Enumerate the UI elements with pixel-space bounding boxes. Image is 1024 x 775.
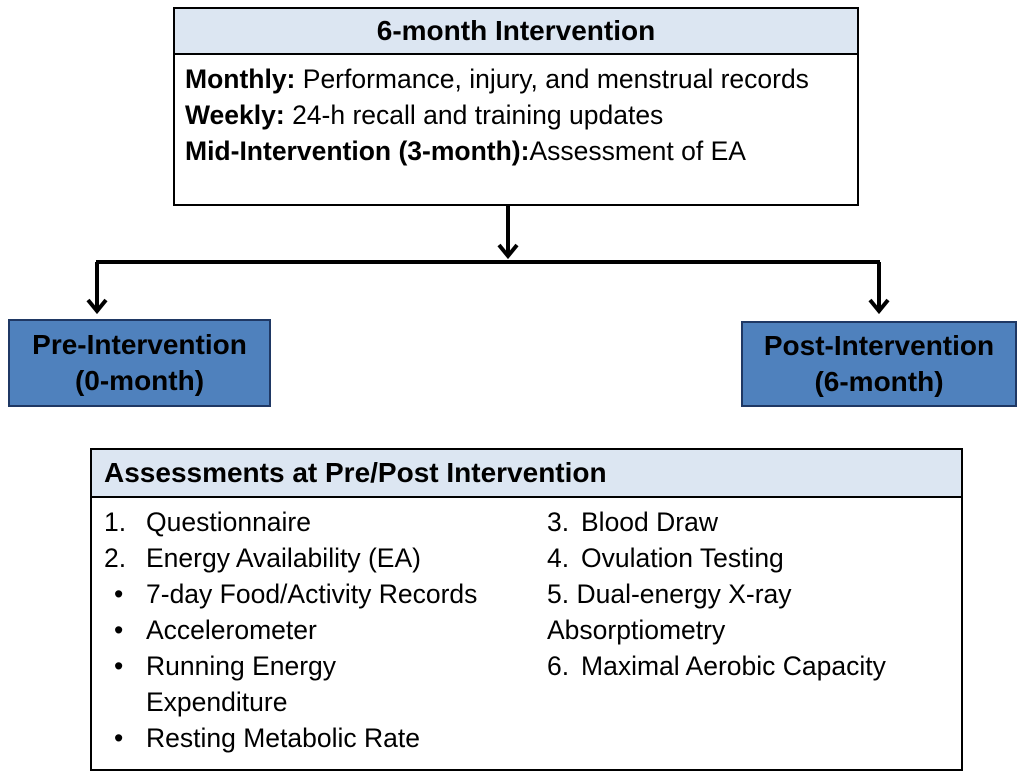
assessments-left-column: 1. Questionnaire 2. Energy Availability … xyxy=(104,504,534,756)
assessment-item: 6. Maximal Aerobic Capacity xyxy=(547,648,957,684)
pre-intervention-label: Pre-Intervention xyxy=(32,329,247,360)
intervention-details: Monthly: Performance, injury, and menstr… xyxy=(175,55,857,169)
assessment-item: 5. Dual-energy X-ray Absorptiometry xyxy=(547,576,847,648)
subitem-text: Running Energy Expenditure xyxy=(146,651,337,717)
item-number: 6. xyxy=(547,651,570,681)
bullet-icon: • xyxy=(114,723,124,753)
item-text: Energy Availability (EA) xyxy=(146,543,421,573)
post-intervention-box: Post-Intervention (6-month) xyxy=(741,321,1017,407)
intervention-item-monthly: Monthly: Performance, injury, and menstr… xyxy=(185,61,847,97)
subitem-text: 7-day Food/Activity Records xyxy=(146,579,478,609)
item-text: Ovulation Testing xyxy=(581,543,784,573)
bullet-icon: • xyxy=(114,615,124,645)
intervention-item-text: 24-h recall and training updates xyxy=(292,100,664,130)
intervention-item-mid: Mid-Intervention (3-month):Assessment of… xyxy=(185,133,847,169)
intervention-item-text: Assessment of EA xyxy=(529,136,746,166)
assessment-item: 2. Energy Availability (EA) xyxy=(104,540,534,576)
item-number: 2. xyxy=(104,543,127,573)
assessment-item: 1. Questionnaire xyxy=(104,504,534,540)
intervention-title: 6-month Intervention xyxy=(175,9,857,55)
assessment-subitem: • 7-day Food/Activity Records xyxy=(104,576,534,612)
assessments-box: Assessments at Pre/Post Intervention 1. … xyxy=(90,448,963,771)
assessments-title: Assessments at Pre/Post Intervention xyxy=(92,450,961,498)
pre-intervention-timepoint: (0-month) xyxy=(74,365,205,396)
intervention-item-label: Mid-Intervention (3-month): xyxy=(185,136,530,166)
subitem-text: Resting Metabolic Rate xyxy=(146,723,420,753)
assessment-item: 3. Blood Draw xyxy=(547,504,957,540)
post-intervention-timepoint: (6-month) xyxy=(814,366,944,397)
post-intervention-label: Post-Intervention xyxy=(763,330,995,361)
intervention-item-label: Weekly: xyxy=(185,100,285,130)
assessment-subitem: • Running Energy Expenditure xyxy=(104,648,534,720)
intervention-item-label: Monthly: xyxy=(185,64,296,94)
arrowhead-top xyxy=(497,243,519,260)
item-text: Questionnaire xyxy=(146,507,311,537)
item-number: 1. xyxy=(104,507,127,537)
bullet-icon: • xyxy=(114,579,124,609)
item-text: Dual-energy X-ray Absorptiometry xyxy=(547,579,792,645)
pre-intervention-box: Pre-Intervention (0-month) xyxy=(8,319,271,407)
arrowhead-left xyxy=(86,298,108,315)
assessment-subitem: • Resting Metabolic Rate xyxy=(104,720,534,756)
item-number: 4. xyxy=(547,543,570,573)
item-number: 5. xyxy=(547,579,570,609)
item-text: Blood Draw xyxy=(581,507,718,537)
item-number: 3. xyxy=(547,507,570,537)
assessment-item: 4. Ovulation Testing xyxy=(547,540,957,576)
subitem-text: Accelerometer xyxy=(146,615,317,645)
intervention-item-weekly: Weekly: 24-h recall and training updates xyxy=(185,97,847,133)
item-text: Maximal Aerobic Capacity xyxy=(581,651,886,681)
arrowhead-right xyxy=(868,298,890,315)
intervention-item-text: Performance, injury, and menstrual recor… xyxy=(302,64,809,94)
bullet-icon: • xyxy=(114,651,124,681)
assessment-subitem: • Accelerometer xyxy=(104,612,534,648)
assessments-right-column: 3. Blood Draw 4. Ovulation Testing 5. Du… xyxy=(547,504,957,684)
intervention-box: 6-month Intervention Monthly: Performanc… xyxy=(173,7,859,206)
